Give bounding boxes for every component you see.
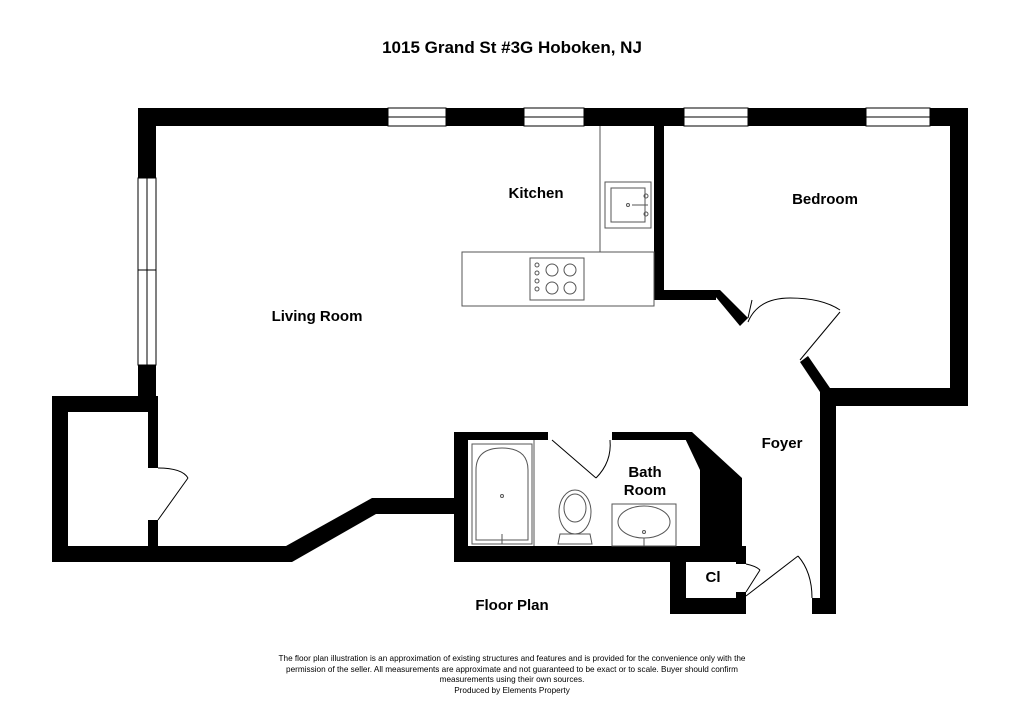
wall-cl-right-top (736, 546, 746, 564)
wall-bottom-diagonal (286, 498, 376, 562)
wall-foyer-bottom-stub (812, 598, 836, 614)
label-closet: Cl (706, 569, 721, 586)
kitchen-sink (604, 181, 652, 229)
kitchen-counter-upright (599, 126, 654, 253)
kitchen-stove (529, 257, 585, 301)
kitchen-fixtures (461, 126, 655, 307)
wall-bedroom-bottom (820, 388, 968, 406)
label-kitchen: Kitchen (508, 185, 563, 202)
wall-bath-left (454, 432, 468, 562)
wall-bath-top-left (454, 432, 548, 440)
wall-foyer-right (820, 388, 836, 614)
label-foyer: Foyer (762, 435, 803, 452)
wall-closet-left (52, 396, 68, 562)
wall-bath-right-diagonal (682, 432, 742, 562)
doors (157, 297, 841, 599)
kitchen-counter (461, 251, 655, 307)
label-bedroom: Bedroom (792, 191, 858, 208)
toilet (558, 489, 592, 535)
wall-left-upper (138, 108, 156, 178)
walls (52, 108, 968, 614)
wall-bottom-left (52, 546, 292, 562)
plan-title: 1015 Grand St #3G Hoboken, NJ (382, 38, 642, 57)
label-living-room: Living Room (272, 308, 363, 325)
wall-left-lower (148, 396, 158, 468)
label-bath-line2: Room (624, 482, 667, 499)
credit-text: Produced by Elements Property (454, 686, 570, 695)
wall-bedroom-lower-left (654, 290, 716, 300)
wall-left-bottom-stub (148, 520, 158, 548)
wall-cl-left (670, 546, 686, 614)
disclaimer-text: The floor plan illustration is an approx… (278, 654, 746, 685)
label-bath-line1: Bath (628, 464, 661, 481)
wall-cl-bottom (670, 598, 746, 614)
wall-cl-right-bottom (736, 592, 746, 614)
floor-plan-caption: Floor Plan (475, 597, 549, 614)
wall-bedroom-diagonal-right (800, 356, 830, 392)
wall-bedroom-right (950, 108, 968, 406)
wall-closet-top (52, 396, 156, 412)
wall-bath-bottom (454, 546, 744, 562)
wall-bedroom-diagonal-left (710, 290, 748, 326)
wall-bottom-middle (372, 498, 462, 514)
bath-fixtures (471, 440, 677, 547)
wall-bedroom-left (654, 126, 664, 300)
wall-bath-top-right (612, 432, 690, 440)
windows (137, 107, 931, 366)
